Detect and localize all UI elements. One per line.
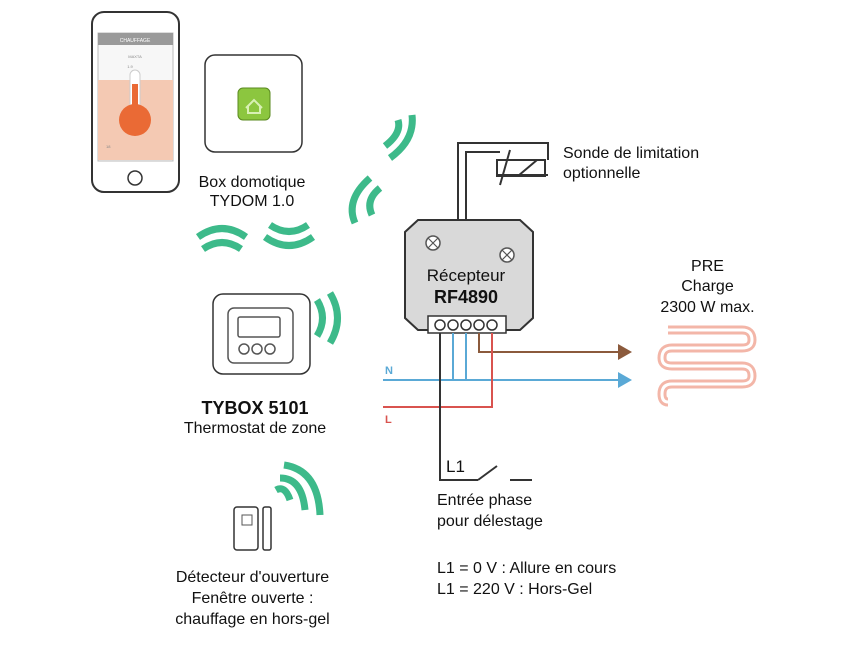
thermostat-button [264,343,276,355]
thermostat-device [212,293,311,375]
detector-label-line2: Fenêtre ouverte : [191,590,314,607]
phone-screen-title: CHAUFFAGE [120,38,151,44]
switch-desc-line1: Entrée phase [437,492,533,509]
detector-label-line1: Détecteur d'ouverture [175,569,330,586]
switch-contact-icon [477,465,498,481]
receiver-rf4890: Récepteur RF4890 [404,219,534,334]
tydom-box [204,54,303,153]
probe-wiring [457,142,549,225]
signal-wave-icon [313,291,341,345]
signal-wave-icon [382,114,416,161]
power-wires [383,333,632,481]
receiver-model: RF4890 [434,287,498,307]
load-label-line2: Charge [681,278,734,295]
receiver-label: Récepteur [427,266,506,285]
terminal-icon [434,319,446,331]
terminal-icon [447,319,459,331]
switch-label: L1 [446,457,465,476]
probe-label-line1: Sonde de limitation [563,145,700,162]
signal-wave-icon [262,222,316,249]
home-button [127,170,143,186]
load-label-line1: PRE [691,258,724,275]
live-wire-label: L [385,414,392,426]
terminal-icon [460,319,472,331]
signal-wave-icon [274,461,324,516]
live-wire [383,333,493,408]
box-label-line2: TYDOM 1.0 [209,193,295,210]
detector-label-line3: chauffage en hors-gel [175,611,330,628]
box-label-line1: Box domotique [198,174,306,191]
tydom-logo-icon [237,87,271,121]
load-wire [478,333,632,360]
phone-screen-value: 1.9 [127,64,133,69]
probe-label-line2: optionnelle [563,165,641,182]
load-label-line3: 2300 W max. [660,299,755,316]
thermostat-desc: Thermostat de zone [183,420,327,437]
neutral-wire-label: N [385,365,393,377]
mode-line1: L1 = 0 V : Allure en cours [437,560,617,577]
smartphone: CHAUFFAGE MAXTA 1.9 18 [91,11,180,193]
thermostat-button [238,343,250,355]
mode-line2: L1 = 220 V : Hors-Gel [437,581,593,598]
opening-detector [233,506,272,551]
terminal-icon [486,319,498,331]
phone-screen-bottom: 18 [106,144,111,149]
wireless-signals [195,114,416,516]
signal-wave-icon [195,225,249,252]
signal-wave-icon [348,175,383,225]
thermostat-name: TYBOX 5101 [201,398,309,418]
thermostat-button [251,343,263,355]
switch-desc-line2: pour délestage [437,513,543,530]
terminal-icon [473,319,485,331]
thermostat-display [237,316,281,338]
l1-wire [439,333,478,481]
phone-screen-sub: MAXTA [128,54,142,59]
heater-load [657,325,757,407]
